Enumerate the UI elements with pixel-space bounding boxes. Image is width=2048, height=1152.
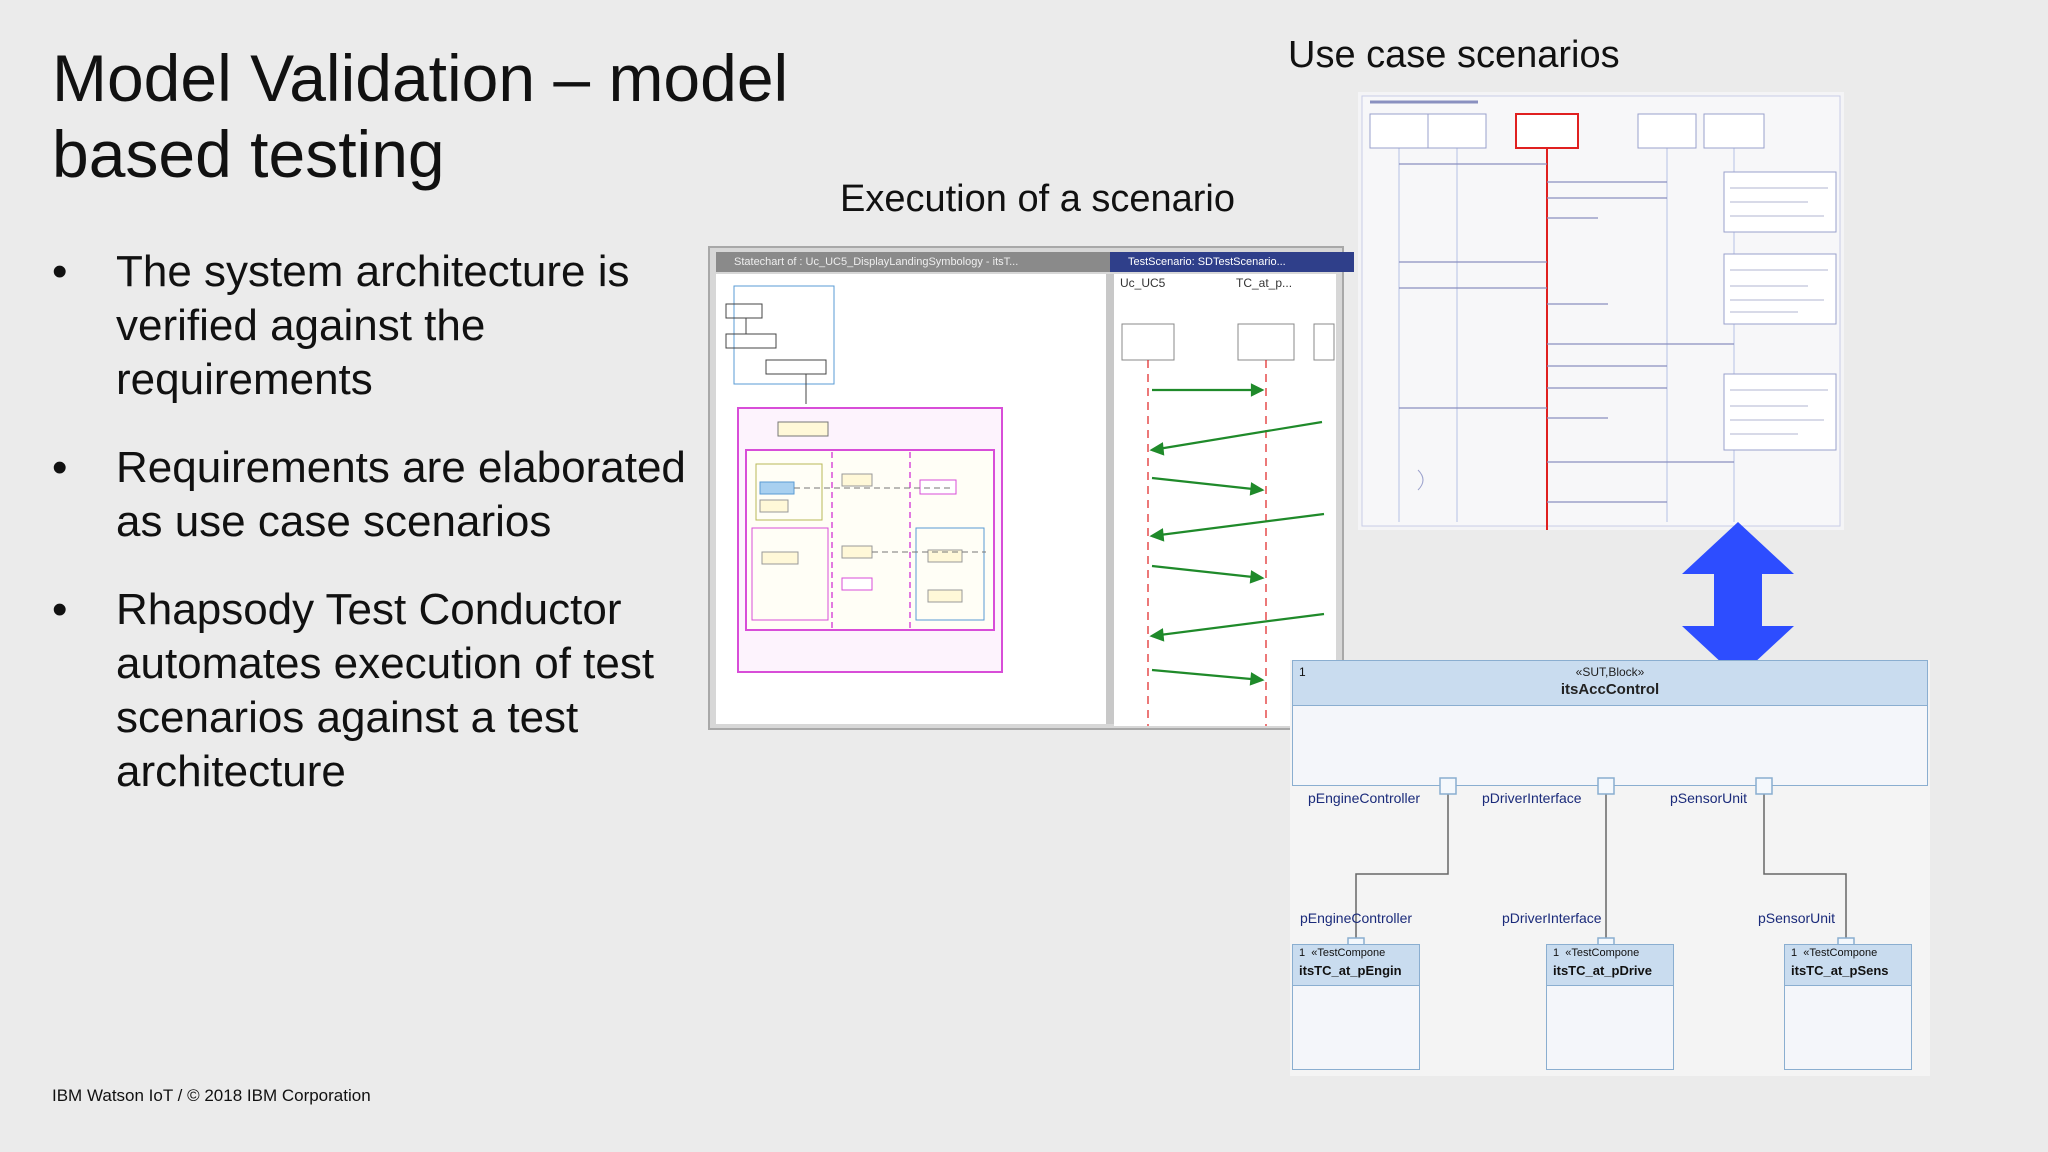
- sut-block: 1 «SUT,Block» itsAccControl: [1292, 660, 1928, 786]
- tc-name: itsTC_at_pDrive: [1553, 963, 1652, 978]
- test-port-label: pDriverInterface: [1502, 910, 1602, 926]
- test-port-label: pSensorUnit: [1758, 910, 1836, 926]
- test-component-block: 1 «TestCompone itsTC_at_pEngin: [1292, 944, 1420, 1070]
- test-scenario-title-bar: TestScenario: SDTestScenario...: [1110, 252, 1354, 272]
- tc-name: itsTC_at_pEngin: [1299, 963, 1402, 978]
- test-scenario-canvas: Uc_UC5 TC_at_p...: [1114, 274, 1336, 726]
- tc-stereotype: «TestCompone: [1311, 947, 1386, 959]
- bullet-text: The system architecture is verified agai…: [116, 247, 630, 404]
- bullet-marker: •: [52, 247, 68, 296]
- sut-stereotype: «SUT,Block»: [1575, 665, 1645, 679]
- test-component-block: 1 «TestCompone itsTC_at_pDrive: [1546, 944, 1674, 1070]
- sut-name: itsAccControl: [1560, 681, 1660, 698]
- bullet-list: • The system architecture is verified aga…: [52, 245, 692, 833]
- lifeline-label-a: Uc_UC5: [1120, 276, 1166, 290]
- statechart-title-bar: Statechart of : Uc_UC5_DisplayLandingSym…: [716, 252, 1122, 272]
- test-port-label: pEngineController: [1300, 910, 1413, 926]
- use-case-label: Use case scenarios: [1288, 34, 1620, 76]
- use-case-sequence-diagram: [1358, 92, 1844, 530]
- slide-title: Model Validation – model based testing: [52, 41, 789, 191]
- test-component-block: 1 «TestCompone itsTC_at_pSens: [1784, 944, 1912, 1070]
- bullet-marker: •: [52, 443, 68, 492]
- execution-label: Execution of a scenario: [840, 178, 1236, 220]
- bullet-marker: •: [52, 585, 68, 634]
- tc-stereotype: «TestCompone: [1565, 947, 1640, 959]
- tc-multiplicity: 1: [1553, 947, 1560, 959]
- tc-name: itsTC_at_pSens: [1791, 963, 1889, 978]
- sut-multiplicity: 1: [1299, 665, 1306, 679]
- sut-port-label: pSensorUnit: [1670, 790, 1748, 806]
- bullet-text: Rhapsody Test Conductor automates execut…: [116, 585, 655, 796]
- tc-stereotype: «TestCompone: [1803, 947, 1878, 959]
- bullet-item: • Rhapsody Test Conductor automates execu…: [52, 583, 692, 799]
- lifeline-label-b: TC_at_p...: [1236, 276, 1293, 290]
- block-diagram: 1 «SUT,Block» itsAccControl pEngineContr…: [1290, 660, 1930, 1076]
- bidirectional-arrow-icon: [1682, 522, 1794, 678]
- statechart-canvas: [716, 274, 1106, 724]
- footer-copyright: IBM Watson IoT / © 2018 IBM Corporation: [52, 1086, 371, 1105]
- tc-multiplicity: 1: [1299, 947, 1306, 959]
- bullet-item: • The system architecture is verified aga…: [52, 245, 692, 407]
- bullet-item: • Requirements are elaborated as use case…: [52, 441, 692, 549]
- statechart-window: Statechart of : Uc_UC5_DisplayLandingSym…: [708, 246, 1354, 730]
- sut-port-label: pEngineController: [1308, 790, 1421, 806]
- bullet-text: Requirements are elaborated as use case …: [116, 443, 686, 546]
- tc-multiplicity: 1: [1791, 947, 1798, 959]
- sut-port-label: pDriverInterface: [1482, 790, 1582, 806]
